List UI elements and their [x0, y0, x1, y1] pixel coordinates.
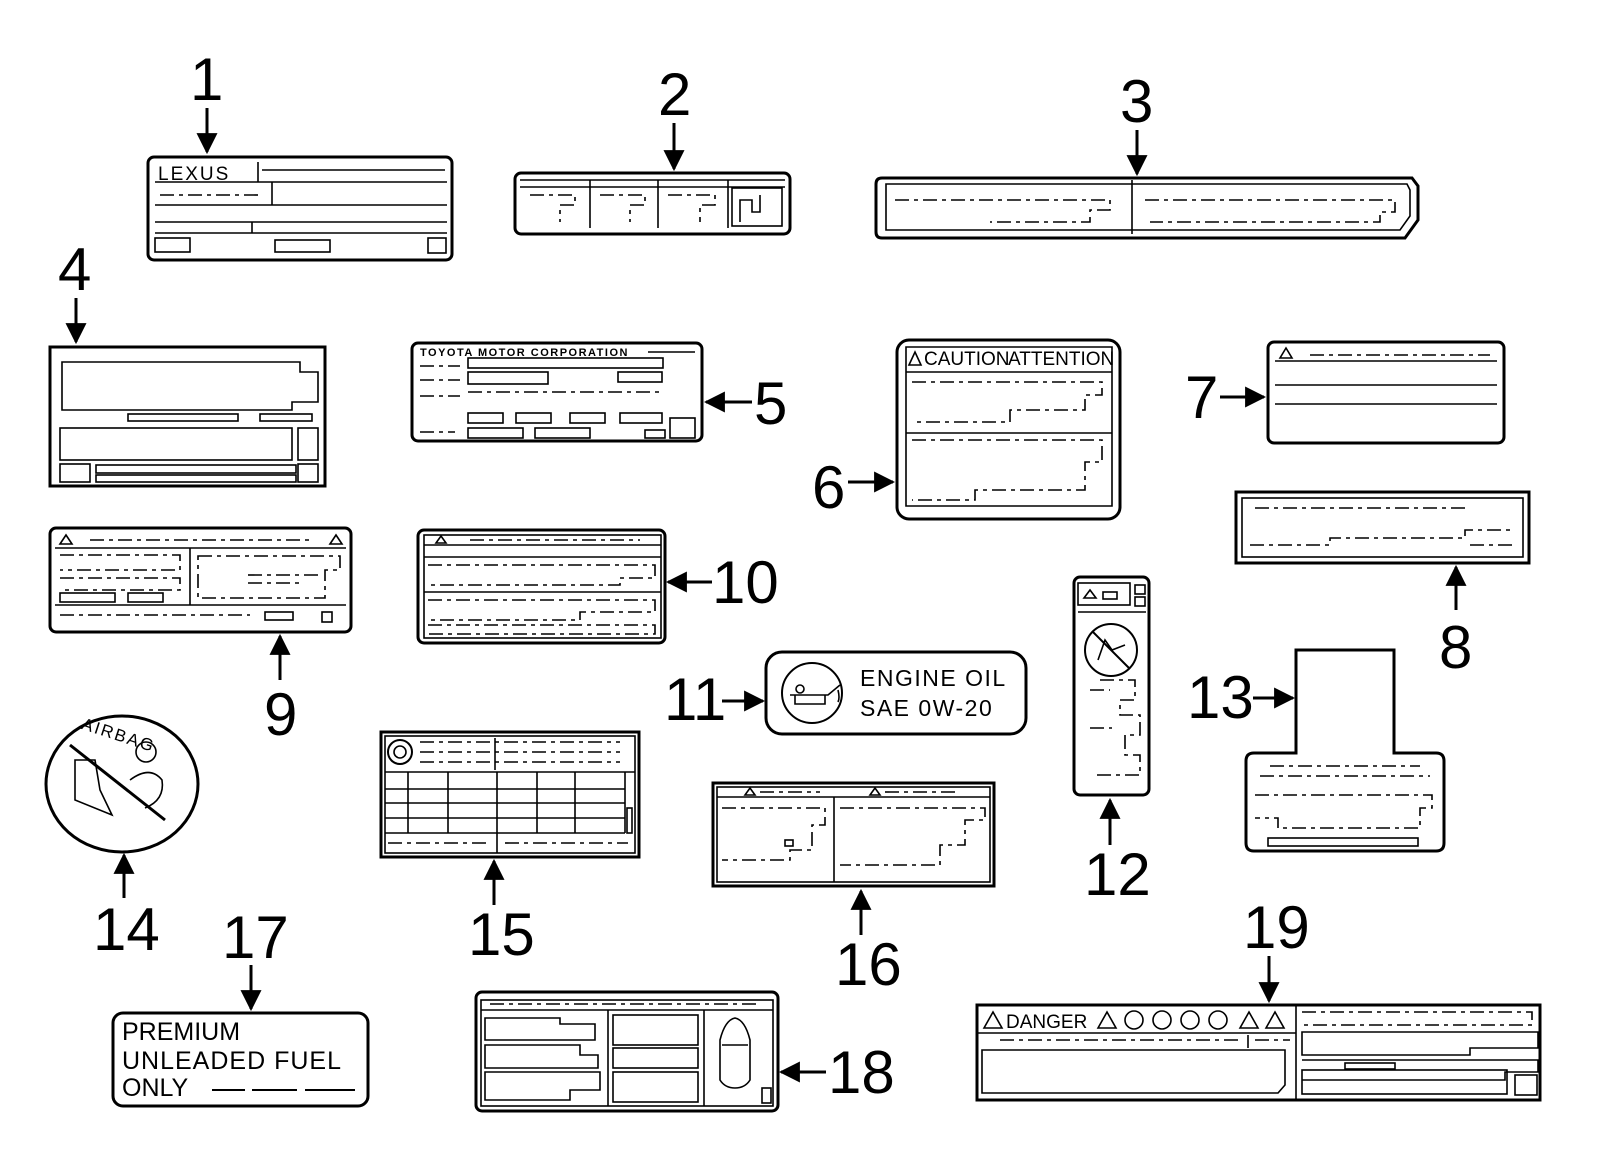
fuel-line-2: UNLEADED FUEL [122, 1047, 342, 1075]
part-18-label [474, 990, 780, 1113]
part-17-fuel-label: PREMIUM UNLEADED FUEL ONLY [111, 1011, 370, 1108]
part-8-label [1234, 490, 1531, 565]
callout-11: 11 [664, 666, 726, 733]
callout-4: 4 [58, 236, 91, 303]
lexus-logo-text: LEXUS [158, 164, 230, 185]
part-19-danger-label: DANGER [975, 1003, 1542, 1102]
part-3-label [874, 176, 1420, 240]
danger-text: DANGER [1006, 1012, 1087, 1033]
part-10-label [416, 528, 667, 645]
part-6-caution-label: CAUTION ATTENTION [895, 338, 1122, 521]
part-9-label [48, 526, 353, 634]
attention-text: ATTENTION [1008, 349, 1114, 370]
part-7-label [1266, 340, 1506, 445]
part-14-airbag-sticker: AIRBAG [44, 714, 200, 854]
toyota-text: TOYOTA MOTOR CORPORATION [420, 347, 629, 359]
part-12-label [1072, 575, 1151, 797]
callout-18: 18 [828, 1039, 895, 1106]
callout-5: 5 [754, 370, 787, 437]
callout-10: 10 [712, 549, 779, 616]
callout-15: 15 [468, 901, 535, 968]
callout-1: 1 [190, 46, 223, 113]
fuel-line-1: PREMIUM [122, 1018, 240, 1046]
callout-16: 16 [835, 931, 902, 998]
part-11-engine-oil-label: ENGINE OIL SAE 0W-20 [764, 650, 1028, 736]
callout-17: 17 [222, 904, 289, 971]
callout-7: 7 [1185, 364, 1218, 431]
caution-text: CAUTION [924, 349, 1010, 370]
fuel-line-3: ONLY [122, 1074, 189, 1102]
callout-3: 3 [1120, 68, 1153, 135]
part-15-tire-label [379, 730, 641, 859]
callout-12: 12 [1084, 841, 1151, 908]
callout-19: 19 [1243, 894, 1310, 961]
part-16-label [711, 781, 996, 888]
callout-6: 6 [812, 454, 845, 521]
callout-9: 9 [264, 681, 297, 748]
part-4-label [48, 345, 327, 488]
callout-8: 8 [1439, 614, 1472, 681]
part-5-toyota-label: TOYOTA MOTOR CORPORATION [410, 341, 704, 443]
callout-2: 2 [658, 61, 691, 128]
part-1-lexus-label: LEXUS [146, 155, 454, 262]
oil-grade-text: SAE 0W-20 [860, 695, 993, 721]
part-2-label [513, 171, 792, 236]
callout-14: 14 [93, 896, 160, 963]
engine-oil-text: ENGINE OIL [860, 665, 1007, 691]
part-13-label [1244, 648, 1446, 853]
callout-13: 13 [1187, 664, 1254, 731]
